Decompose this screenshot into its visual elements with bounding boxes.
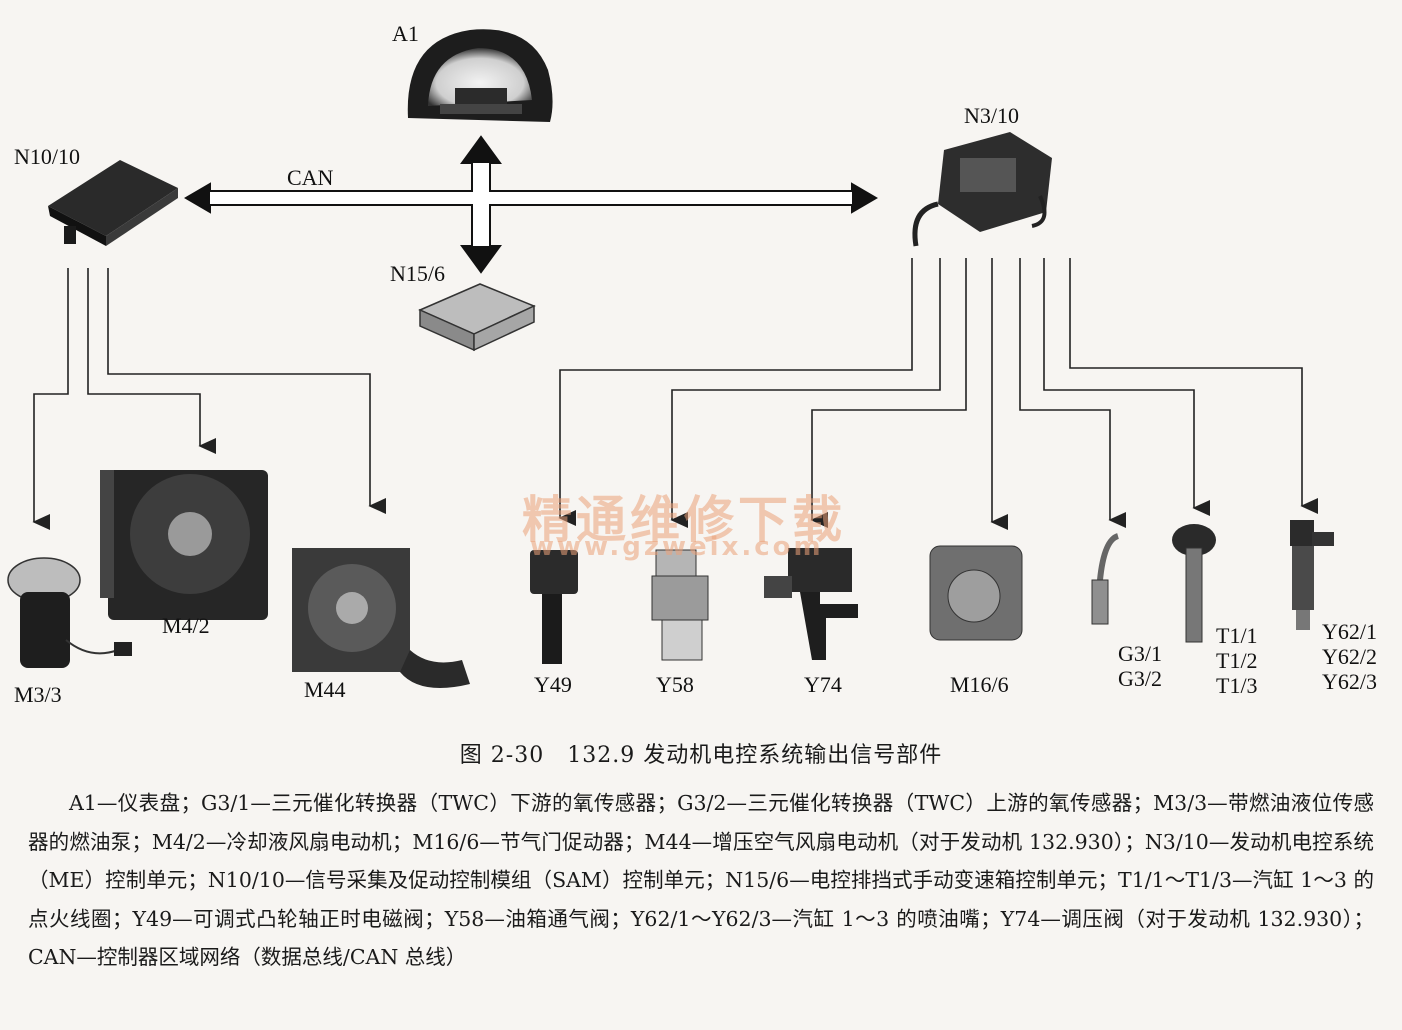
label-m16-6: M16/6 — [950, 672, 1009, 697]
label-t1-2: T1/2 — [1216, 648, 1258, 673]
label-n3-10: N3/10 — [964, 103, 1019, 128]
transmission-control-image — [418, 283, 536, 352]
label-y62-1: Y62/1 — [1322, 619, 1377, 644]
label-m44: M44 — [304, 677, 346, 702]
label-g3-1: G3/1 — [1118, 641, 1162, 666]
label-t1-group: T1/1 T1/2 T1/3 — [1216, 623, 1258, 698]
label-y58: Y58 — [656, 672, 694, 697]
label-n15-6: N15/6 — [390, 261, 445, 286]
fuel-pump-image — [7, 557, 132, 668]
label-g3-group: G3/1 G3/2 — [1118, 641, 1162, 691]
ignition-coil-image — [1172, 524, 1216, 643]
tank-vent-valve-image — [651, 549, 709, 661]
watermark-url: www.gzweix.com — [530, 532, 824, 562]
coolant-fan-image — [100, 470, 268, 620]
label-t1-3: T1/3 — [1216, 673, 1258, 698]
watermark-text: 精通维修下载 — [522, 491, 846, 549]
sam-module-image — [48, 160, 178, 246]
label-n10-10: N10/10 — [14, 144, 80, 169]
label-can: CAN — [287, 165, 334, 190]
instrument-cluster-image — [407, 29, 553, 122]
label-g3-2: G3/2 — [1118, 666, 1162, 691]
label-a1: A1 — [392, 21, 419, 46]
label-y62-group: Y62/1 Y62/2 Y62/3 — [1322, 619, 1377, 694]
label-y62-3: Y62/3 — [1322, 669, 1377, 694]
fuel-injector-image — [1290, 520, 1334, 630]
throttle-actuator-image — [929, 545, 1023, 641]
diagram-canvas — [7, 29, 1334, 688]
camshaft-solenoid-image — [530, 550, 578, 664]
oxygen-sensor-image — [1091, 533, 1120, 625]
signal-lines — [32, 258, 1318, 530]
pressure-regulator-image — [764, 548, 858, 660]
charge-air-fan-image — [292, 548, 470, 688]
label-y62-2: Y62/2 — [1322, 644, 1377, 669]
label-m4-2: M4/2 — [162, 613, 210, 638]
figure-caption: 图 2-30 132.9 发动机电控系统输出信号部件 — [459, 743, 943, 768]
label-y74: Y74 — [804, 672, 842, 697]
engine-control-unit-image — [912, 132, 1052, 247]
can-arrow-heads — [186, 137, 876, 272]
can-bus — [184, 135, 878, 274]
label-y49: Y49 — [534, 672, 572, 697]
figure-legend: A1—仪表盘；G3/1—三元催化转换器（TWC）下游的氧传感器；G3/2—三元催… — [28, 791, 1374, 969]
label-t1-1: T1/1 — [1216, 623, 1258, 648]
label-m3-3: M3/3 — [14, 682, 62, 707]
